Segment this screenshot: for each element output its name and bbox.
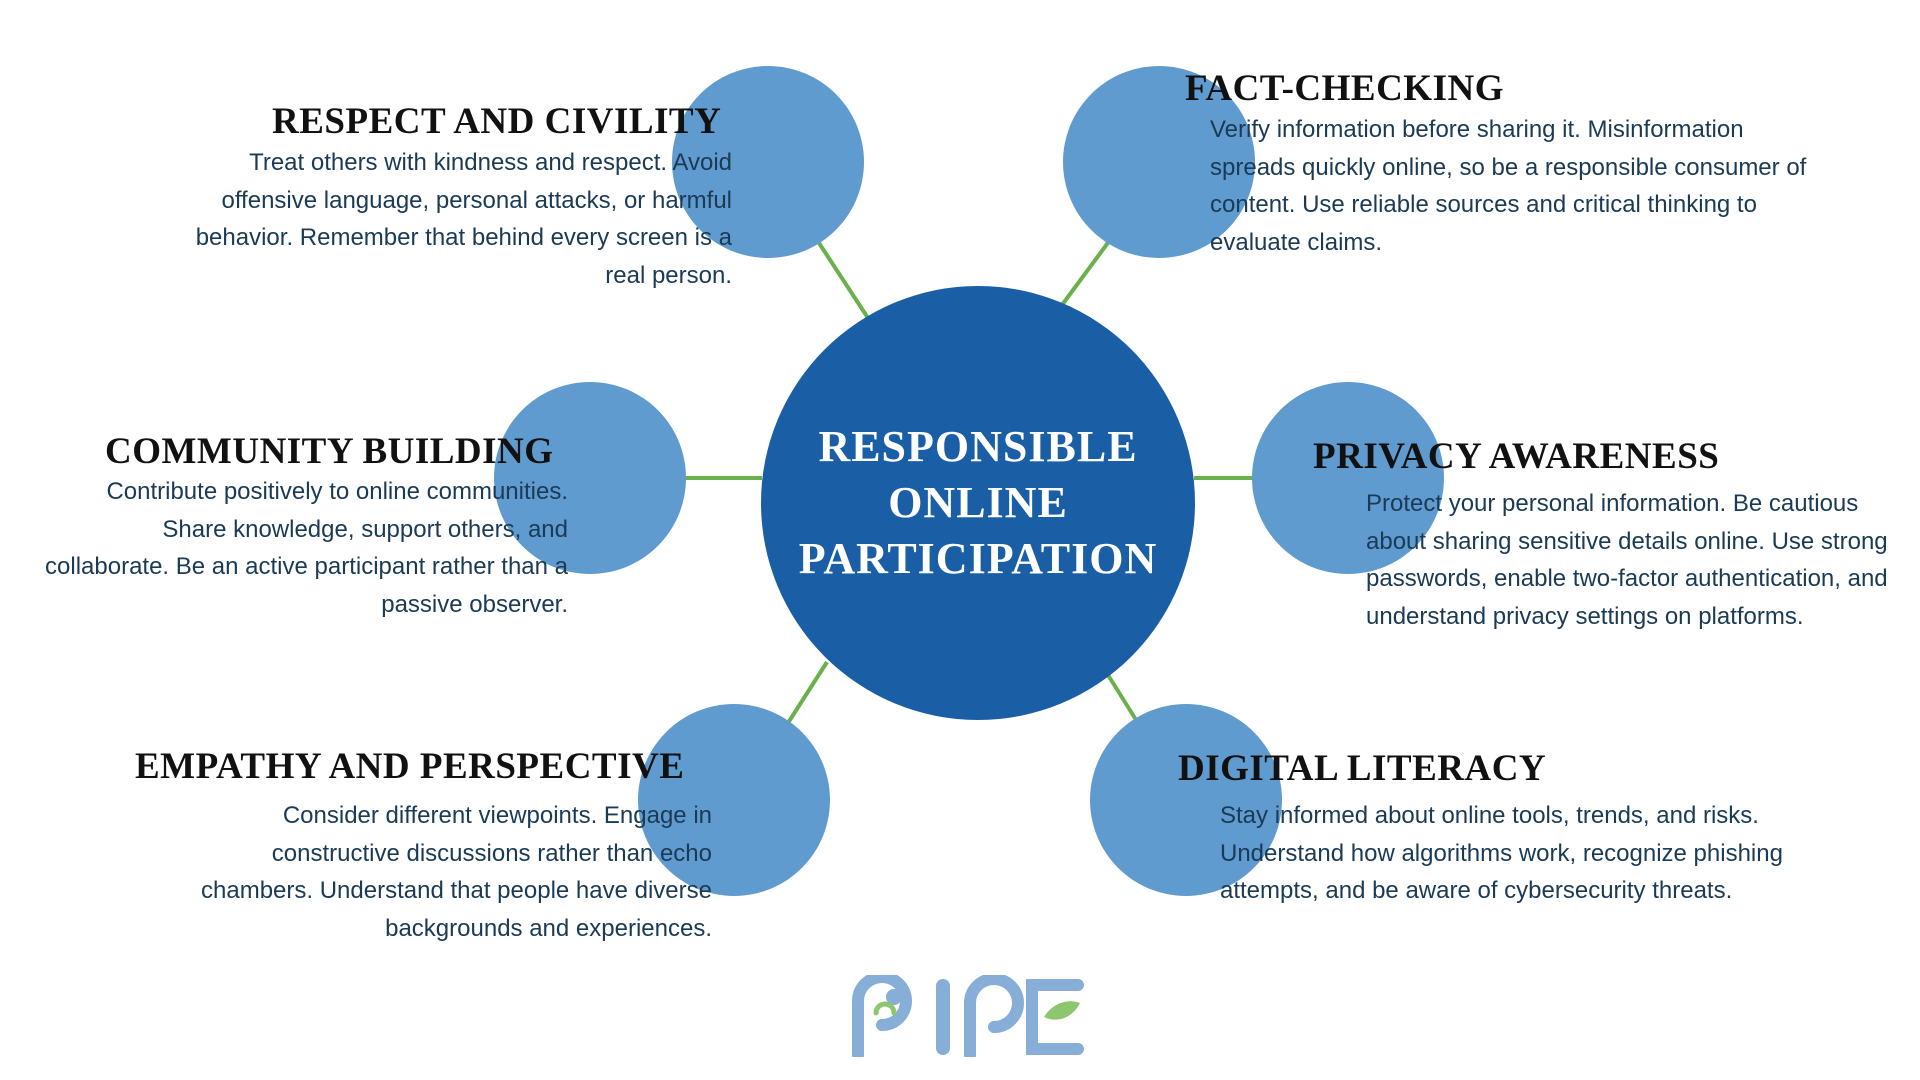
node-desc-respect: Treat others with kindness and respect. … <box>195 149 732 289</box>
connector-respect <box>815 238 870 320</box>
pipe-logo-icon <box>852 975 1084 1057</box>
node-desc-privacy: Protect your personal information. Be ca… <box>1366 490 1888 630</box>
node-title-digital-literacy: DIGITAL LITERACY <box>1178 748 1547 789</box>
node-circle-community <box>494 382 686 574</box>
node-title-fact-checking: FACT-CHECKING <box>1185 68 1504 109</box>
connector-empathy <box>786 660 829 725</box>
node-desc-digital-literacy: Stay informed about online tools, trends… <box>1220 802 1783 904</box>
node-desc-empathy: Consider different viewpoints. Engage in… <box>201 802 712 942</box>
node-title-community: COMMUNITY BUILDING <box>105 431 554 472</box>
center-title: RESPONSIBLE ONLINE PARTICIPATION <box>798 422 1158 583</box>
node-title-empathy: EMPATHY AND PERSPECTIVE <box>135 746 685 787</box>
node-circle-privacy <box>1252 382 1444 574</box>
center-node: RESPONSIBLE ONLINE PARTICIPATION <box>761 286 1195 720</box>
node-title-privacy: PRIVACY AWARENESS <box>1313 436 1720 477</box>
connector-digital-literacy <box>1106 673 1140 725</box>
connector-fact-checking <box>1060 238 1112 307</box>
node-desc-fact-checking: Verify information before sharing it. Mi… <box>1210 116 1807 256</box>
node-desc-community: Contribute positively to online communit… <box>45 478 568 618</box>
node-circle-fact-checking <box>1063 66 1255 258</box>
node-circle-respect <box>672 66 864 258</box>
node-circle-digital-literacy <box>1090 704 1282 896</box>
node-title-respect: RESPECT AND CIVILITY <box>272 101 722 142</box>
node-circle-empathy <box>638 704 830 896</box>
